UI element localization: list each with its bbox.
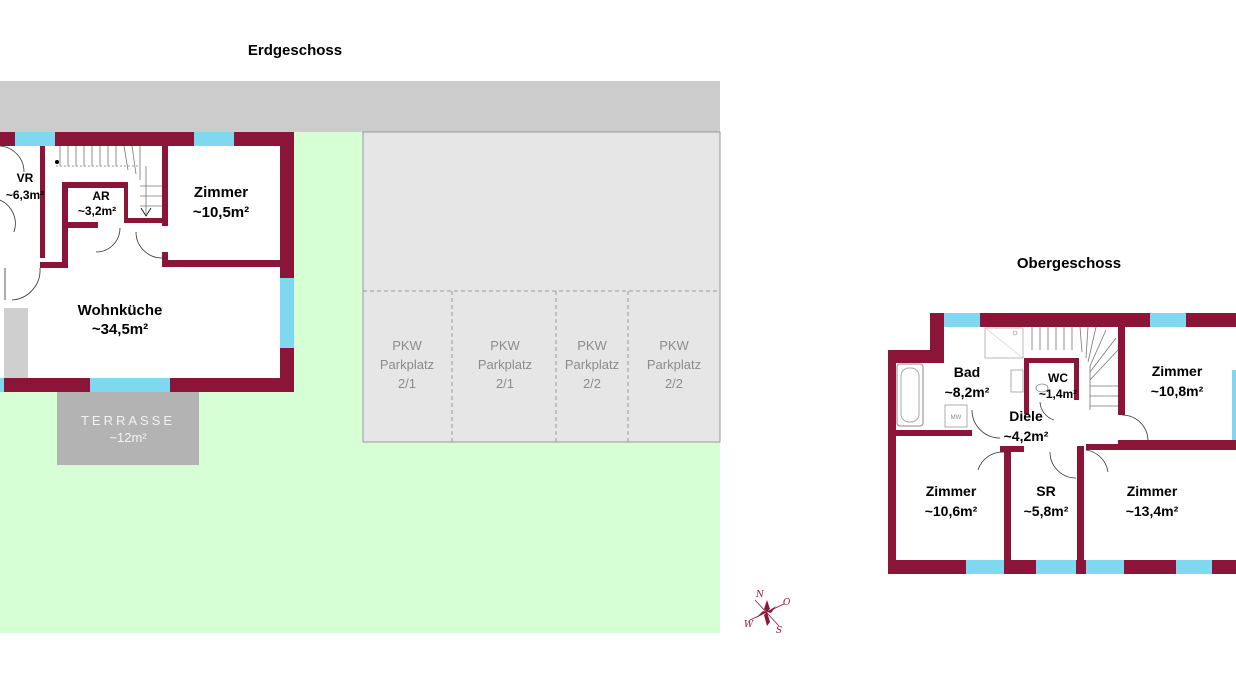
svg-text:Parkplatz: Parkplatz <box>478 357 532 372</box>
svg-text:~5,8m²: ~5,8m² <box>1024 503 1069 519</box>
room-vr: VR ~6,3m² <box>6 171 44 202</box>
svg-text:~1,4m²: ~1,4m² <box>1039 387 1077 401</box>
svg-text:Zimmer: Zimmer <box>1127 483 1178 499</box>
room-bad: Bad ~8,2m² <box>945 364 990 400</box>
svg-text:~3,2m²: ~3,2m² <box>78 204 116 218</box>
carport <box>362 131 721 443</box>
svg-text:PKW: PKW <box>392 338 422 353</box>
svg-text:2/1: 2/1 <box>398 376 416 391</box>
svg-text:AR: AR <box>92 189 110 203</box>
svg-text:~8,2m²: ~8,2m² <box>945 384 990 400</box>
compass-rose: N O S W <box>744 590 791 636</box>
paving-strip <box>0 81 720 132</box>
svg-text:Zimmer: Zimmer <box>926 483 977 499</box>
svg-text:Zimmer: Zimmer <box>194 184 248 201</box>
svg-text:~4,2m²: ~4,2m² <box>1004 428 1049 444</box>
room-sr: SR ~5,8m² <box>1024 483 1069 519</box>
compass-o: O <box>783 598 791 608</box>
svg-text:2/2: 2/2 <box>665 376 683 391</box>
room-zimmer-ground: Zimmer ~10,5m² <box>193 184 249 221</box>
svg-text:~12m²: ~12m² <box>109 430 147 445</box>
room-zimmer-sw: Zimmer ~10,6m² <box>925 483 978 519</box>
svg-text:~10,8m²: ~10,8m² <box>1151 383 1204 399</box>
room-wc: WC ~1,4m² <box>1039 371 1077 401</box>
svg-text:VR: VR <box>17 171 34 185</box>
room-zimmer-se: Zimmer ~13,4m² <box>1126 483 1179 519</box>
svg-text:Parkplatz: Parkplatz <box>565 357 619 372</box>
svg-text:Zimmer: Zimmer <box>1152 363 1203 379</box>
room-ar: AR ~3,2m² <box>78 189 116 218</box>
parking-space-2: PKW Parkplatz 2/1 <box>478 338 532 391</box>
svg-text:PKW: PKW <box>577 338 607 353</box>
svg-text:~10,6m²: ~10,6m² <box>925 503 978 519</box>
svg-text:2/2: 2/2 <box>583 376 601 391</box>
room-zimmer-ne: Zimmer ~10,8m² <box>1151 363 1204 399</box>
svg-text:WC: WC <box>1048 371 1068 385</box>
parking-space-3: PKW Parkplatz 2/2 <box>565 338 619 391</box>
compass-n: N <box>755 590 765 600</box>
svg-text:SR: SR <box>1036 483 1055 499</box>
parking-space-4: PKW Parkplatz 2/2 <box>647 338 701 391</box>
svg-text:PKW: PKW <box>659 338 689 353</box>
svg-text:~13,4m²: ~13,4m² <box>1126 503 1179 519</box>
svg-text:Parkplatz: Parkplatz <box>380 357 434 372</box>
svg-text:2/1: 2/1 <box>496 376 514 391</box>
washing-machine-label: MW <box>951 415 962 421</box>
svg-text:TERRASSE: TERRASSE <box>81 413 175 428</box>
heading-obergeschoss: Obergeschoss <box>1017 255 1121 272</box>
room-diele: Diele ~4,2m² <box>1004 408 1049 444</box>
parking-space-1: PKW Parkplatz 2/1 <box>380 338 434 391</box>
svg-text:~10,5m²: ~10,5m² <box>193 204 249 221</box>
room-wohnkueche: Wohnküche ~34,5m² <box>78 302 163 338</box>
svg-text:Diele: Diele <box>1009 408 1043 424</box>
svg-text:Wohnküche: Wohnküche <box>78 302 163 319</box>
svg-text:Parkplatz: Parkplatz <box>647 357 701 372</box>
compass-w: W <box>744 620 754 630</box>
heading-erdgeschoss: Erdgeschoss <box>248 42 342 59</box>
svg-text:~34,5m²: ~34,5m² <box>92 321 148 338</box>
svg-text:PKW: PKW <box>490 338 520 353</box>
compass-s: S <box>776 626 782 636</box>
house-upper-floor: MW <box>888 313 1236 574</box>
terrace: TERRASSE ~12m² <box>57 392 199 465</box>
house-ground-floor <box>0 132 294 392</box>
svg-text:Bad: Bad <box>954 364 980 380</box>
svg-text:~6,3m²: ~6,3m² <box>6 188 44 202</box>
